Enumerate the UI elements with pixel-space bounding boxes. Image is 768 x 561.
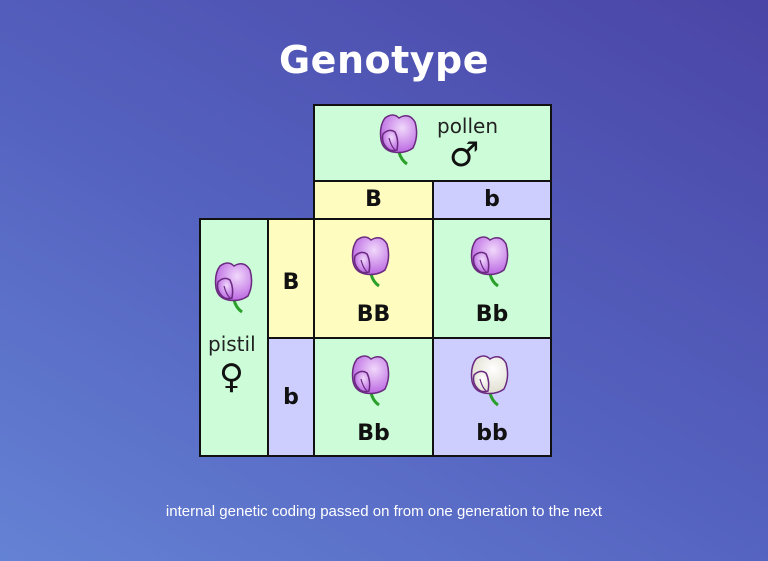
slide-title: Genotype — [278, 38, 490, 82]
pistil-label: pistil — [208, 332, 256, 356]
column-header-b: b — [432, 180, 552, 220]
column-label: B — [365, 187, 382, 212]
purple-flower-icon — [214, 261, 254, 314]
column-header-B: B — [313, 180, 434, 220]
row-label: b — [283, 385, 299, 410]
row-header-B: B — [267, 218, 315, 339]
row-label: B — [282, 270, 300, 295]
caption: internal genetic coding passed on from o… — [165, 503, 603, 520]
genotype-label: Bb — [475, 302, 509, 327]
purple-flower-icon — [470, 235, 510, 288]
genotype-label: Bb — [357, 421, 390, 446]
white-flower-icon — [470, 354, 510, 407]
row-header-b: b — [267, 337, 315, 457]
male-symbol-icon: ♂ — [449, 135, 480, 175]
cell-Bb-bottom: Bb — [313, 337, 434, 457]
pollen-label: pollen — [437, 114, 499, 138]
pistil-header: pistil ♀ — [199, 218, 269, 457]
cell-Bb-top: Bb — [432, 218, 552, 339]
purple-flower-icon — [351, 354, 391, 407]
column-label: b — [484, 187, 500, 212]
genotype-label: BB — [356, 302, 391, 327]
purple-flower-icon — [351, 235, 391, 288]
female-symbol-icon: ♀ — [219, 357, 244, 397]
purple-flower-icon — [379, 113, 419, 166]
pollen-header: pollen ♂ — [313, 104, 552, 182]
cell-bb: bb — [432, 337, 552, 457]
genotype-label: bb — [476, 421, 508, 446]
cell-BB: BB — [313, 218, 434, 339]
